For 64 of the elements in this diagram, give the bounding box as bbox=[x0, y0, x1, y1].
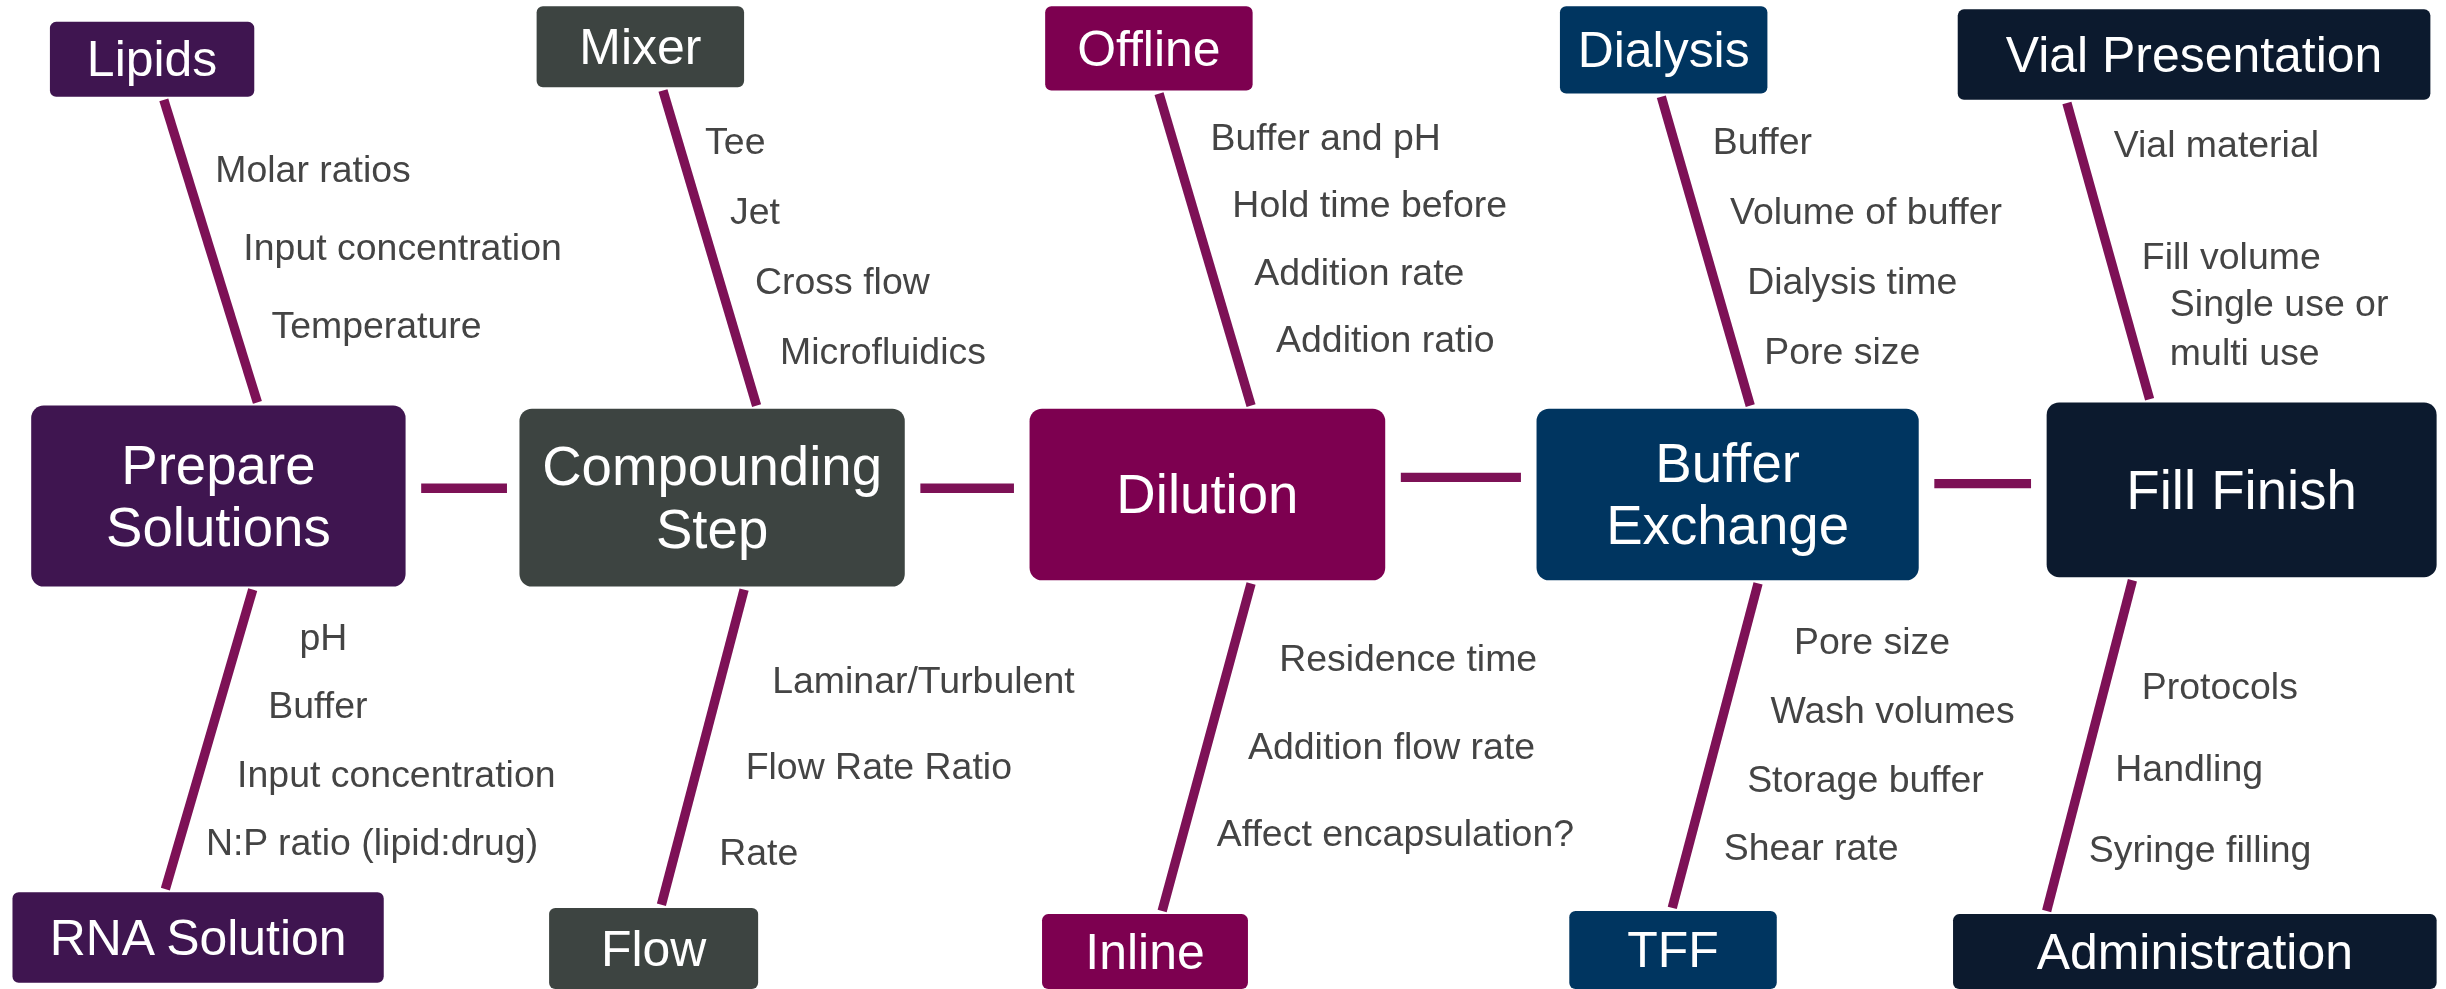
process-step-box: Prepare Solutions bbox=[31, 405, 406, 587]
factor-text: Temperature bbox=[271, 302, 482, 348]
factor-text: Single use or multi use bbox=[2169, 281, 2390, 375]
factor-text: Microfluidics bbox=[779, 328, 986, 374]
connector-line bbox=[2042, 579, 2137, 913]
factor-text: Molar ratios bbox=[215, 146, 411, 192]
factor-text: Buffer and pH bbox=[1210, 115, 1441, 161]
category-box: Mixer bbox=[536, 6, 745, 88]
factor-text: Storage buffer bbox=[1747, 756, 1984, 802]
factor-text: Input concentration bbox=[243, 224, 562, 270]
factor-text: N:P ratio (lipid:drug) bbox=[205, 820, 539, 866]
factor-text: Addition rate bbox=[1254, 249, 1465, 295]
factor-text: Shear rate bbox=[1723, 824, 1899, 870]
process-step-box: Dilution bbox=[1029, 408, 1386, 581]
category-box: Offline bbox=[1045, 6, 1253, 91]
factor-text: Pore size bbox=[1764, 328, 1921, 374]
factor-text: Cross flow bbox=[755, 258, 930, 304]
factor-text: Buffer bbox=[1712, 118, 1813, 164]
process-step-box: Buffer Exchange bbox=[1536, 408, 1919, 581]
connector-line bbox=[421, 483, 507, 493]
factor-text: pH bbox=[299, 614, 348, 660]
connector-line bbox=[658, 89, 762, 407]
connector-line bbox=[1157, 582, 1256, 913]
factor-text: Vial material bbox=[2113, 121, 2320, 167]
factor-text: Wash volumes bbox=[1770, 687, 2015, 733]
factor-text: Affect encapsulation? bbox=[1216, 810, 1575, 856]
connector-line bbox=[656, 588, 749, 906]
factor-text: Fill volume bbox=[2141, 233, 2322, 279]
factor-text: Tee bbox=[705, 118, 766, 164]
factor-text: Rate bbox=[719, 829, 799, 875]
process-step-box: Fill Finish bbox=[2046, 402, 2437, 578]
factor-text: Addition flow rate bbox=[1247, 723, 1536, 769]
factor-text: Hold time before bbox=[1232, 182, 1508, 228]
factor-text: Jet bbox=[730, 188, 780, 234]
connector-line bbox=[920, 483, 1014, 493]
factor-text: Syringe filling bbox=[2088, 826, 2312, 872]
process-step-box: Compounding Step bbox=[519, 408, 905, 587]
connector-line bbox=[160, 588, 258, 891]
category-box: Inline bbox=[1042, 914, 1248, 989]
factor-text: Input concentration bbox=[237, 751, 556, 797]
factor-text: Addition ratio bbox=[1276, 316, 1495, 362]
factor-text: Handling bbox=[2115, 745, 2264, 791]
category-box: Lipids bbox=[49, 21, 255, 97]
category-box: Vial Presentation bbox=[1957, 9, 2431, 100]
category-box: Administration bbox=[1953, 914, 2437, 989]
category-box: Dialysis bbox=[1559, 6, 1768, 94]
factor-text: Volume of buffer bbox=[1729, 188, 2002, 234]
factor-text: Laminar/Turbulent bbox=[772, 657, 1075, 704]
factor-text: Pore size bbox=[1793, 618, 1950, 665]
connector-line bbox=[1400, 472, 1521, 482]
factor-text: Buffer bbox=[268, 682, 368, 728]
factor-text: Flow Rate Ratio bbox=[745, 743, 1012, 789]
category-box: Flow bbox=[549, 907, 759, 989]
factor-text: Residence time bbox=[1279, 636, 1538, 682]
category-box: RNA Solution bbox=[12, 892, 384, 983]
connector-line bbox=[1667, 582, 1763, 910]
connector-line bbox=[1656, 95, 1755, 407]
factor-text: Protocols bbox=[2141, 664, 2298, 710]
connector-line bbox=[1154, 92, 1256, 407]
category-box: TFF bbox=[1569, 911, 1777, 989]
connector-line bbox=[159, 98, 262, 404]
connector-line bbox=[1934, 478, 2032, 489]
factor-text: Dialysis time bbox=[1747, 258, 1958, 304]
connector-line bbox=[2062, 101, 2155, 401]
